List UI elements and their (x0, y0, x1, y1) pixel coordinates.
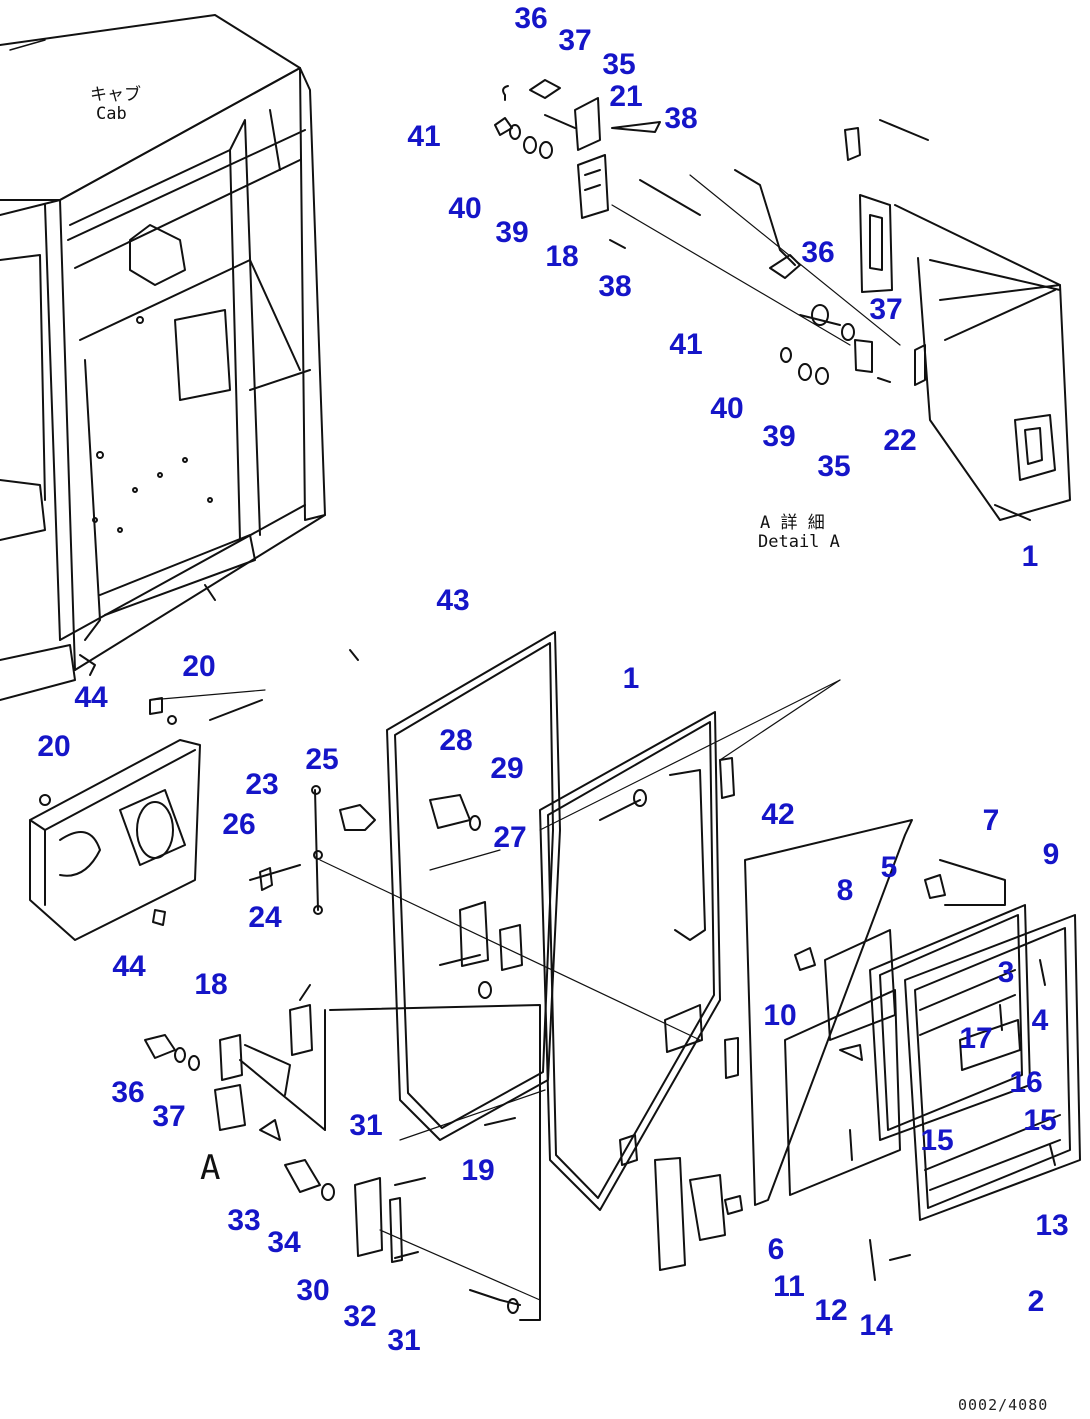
cab-body (0, 14, 359, 701)
part-callout: 39 (495, 216, 529, 249)
part-callout: 11 (773, 1270, 805, 1303)
latch-parts (249, 679, 841, 1141)
part-callout: 15 (920, 1124, 954, 1157)
part-callout: 25 (305, 743, 339, 776)
part-callout: 42 (761, 798, 795, 831)
part-callout: 14 (859, 1309, 893, 1342)
part-callout: 34 (267, 1226, 301, 1259)
cab-title-jp: キャブ (90, 85, 141, 105)
part-callout: 40 (448, 192, 482, 225)
part-callout: 3 (997, 956, 1015, 989)
lock-parts (284, 1004, 541, 1321)
part-callout: 36 (801, 236, 835, 269)
part-callout: 17 (959, 1022, 993, 1055)
part-callout: 23 (245, 768, 279, 801)
part-callout: 38 (598, 270, 632, 303)
part-callout: 1 (622, 662, 640, 695)
part-callout: 36 (111, 1076, 145, 1109)
part-callout: 20 (182, 650, 216, 683)
part-callout: 41 (669, 328, 703, 361)
part-callout: 35 (602, 48, 636, 81)
part-callout: 2 (1027, 1285, 1045, 1318)
part-callout: 18 (194, 968, 228, 1001)
part-callout: 28 (439, 724, 473, 757)
part-callout: 31 (387, 1324, 421, 1357)
cab-title-en: Cab (96, 104, 127, 124)
part-callout: 19 (461, 1154, 495, 1187)
part-callout: 37 (869, 293, 903, 326)
part-callout: 15 (1023, 1104, 1057, 1137)
detail-label-jp: A 詳 細 (760, 513, 825, 533)
part-callout: 24 (248, 901, 282, 934)
part-callout: 10 (763, 999, 797, 1032)
lower-hinge-assembly (144, 984, 326, 1141)
view-marker-a: A (200, 1148, 221, 1188)
detail-label-en: Detail A (758, 532, 840, 552)
part-callout: 32 (343, 1300, 377, 1333)
part-callout: 33 (227, 1204, 261, 1237)
door-seal (386, 631, 561, 1141)
part-callout: 22 (883, 424, 917, 457)
part-callout: 27 (493, 821, 527, 854)
part-callout: 8 (836, 874, 854, 907)
part-callout: 1 (1021, 540, 1039, 573)
part-callout: 44 (112, 950, 146, 983)
part-callout: 13 (1035, 1209, 1069, 1242)
part-callout: 12 (814, 1294, 848, 1327)
part-callout: 37 (558, 24, 592, 57)
detail-a-hinge-assembly (494, 79, 1071, 521)
part-callout: 29 (490, 752, 524, 785)
part-callout: 30 (296, 1274, 330, 1307)
part-callout: 4 (1031, 1004, 1049, 1037)
part-callout: 37 (152, 1100, 186, 1133)
part-callout: 43 (436, 584, 470, 617)
part-callout: 6 (767, 1233, 785, 1266)
part-callout: 16 (1009, 1066, 1043, 1099)
part-callout: 38 (664, 102, 698, 135)
part-callout: 5 (880, 851, 898, 884)
part-callout: 41 (407, 120, 441, 153)
window-glass-parts (744, 819, 1081, 1281)
door-panel (539, 711, 743, 1271)
part-callout: 36 (514, 2, 548, 35)
part-callout: 39 (762, 420, 796, 453)
part-callout: 20 (37, 730, 71, 763)
part-callout: 35 (817, 450, 851, 483)
drawing-code: 0002/4080 (958, 1396, 1049, 1414)
part-callout: 7 (982, 804, 1000, 837)
part-callout: 40 (710, 392, 744, 425)
part-callout: 26 (222, 808, 256, 841)
hinge-panel-left (29, 689, 266, 941)
part-callout: 9 (1042, 838, 1060, 871)
part-callout: 44 (74, 681, 108, 714)
part-callout: 18 (545, 240, 579, 273)
part-callout: 21 (609, 80, 643, 113)
part-callout: 31 (349, 1109, 383, 1142)
